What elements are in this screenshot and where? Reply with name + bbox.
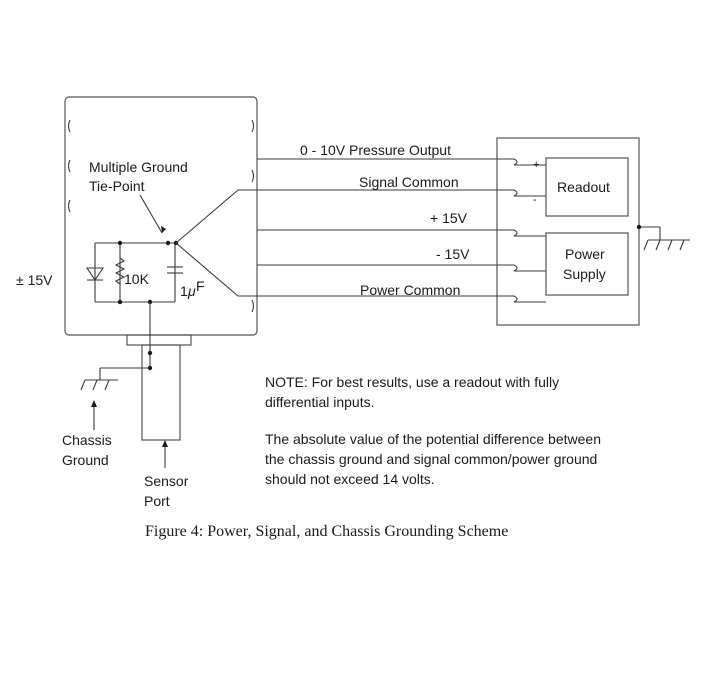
figure-caption: Figure 4: Power, Signal, and Chassis Gro… bbox=[145, 523, 508, 540]
note-line-4: the chassis ground and signal common/pow… bbox=[265, 451, 597, 467]
supply-label: Supply bbox=[563, 266, 606, 282]
transducer-housing bbox=[64, 96, 258, 336]
capacitor-unit: μ bbox=[187, 283, 196, 299]
power-common-label: Power Common bbox=[360, 282, 460, 298]
capacitor-F: F bbox=[196, 278, 205, 294]
capacitor-number: 1 bbox=[180, 283, 188, 299]
sensor-port-block bbox=[126, 334, 192, 441]
readout-plus-sign: + bbox=[533, 159, 539, 171]
note-line-5: should not exceed 14 volts. bbox=[265, 471, 435, 487]
supply-voltage-label: ± 15V bbox=[16, 272, 53, 288]
plus-15v-label: + 15V bbox=[430, 210, 468, 226]
power-supply-box bbox=[545, 232, 629, 296]
ground-label: Ground bbox=[62, 452, 109, 468]
readout-minus-sign: - bbox=[533, 194, 537, 206]
chassis-label: Chassis bbox=[62, 432, 112, 448]
tie-point-wiring bbox=[139, 189, 239, 297]
chassis-ground-symbol bbox=[80, 368, 168, 468]
note-line-1: NOTE: For best results, use a readout wi… bbox=[265, 374, 559, 390]
readout-box bbox=[545, 157, 629, 217]
power-label: Power bbox=[565, 246, 605, 262]
signal-wires bbox=[238, 158, 546, 303]
tie-point-label: Tie-Point bbox=[89, 178, 145, 194]
pressure-output-label: 0 - 10V Pressure Output bbox=[300, 142, 451, 158]
note-line-2: differential inputs. bbox=[265, 394, 374, 410]
note-line-3: The absolute value of the potential diff… bbox=[265, 431, 601, 447]
resistor-label: 10K bbox=[124, 271, 150, 287]
sensor-label: Sensor bbox=[144, 473, 189, 489]
port-label: Port bbox=[144, 493, 170, 509]
readout-label: Readout bbox=[557, 179, 610, 195]
minus-15v-label: - 15V bbox=[436, 246, 470, 262]
enclosure-ground bbox=[636, 224, 690, 251]
multiple-ground-label: Multiple Ground bbox=[89, 159, 188, 175]
instrument-enclosure bbox=[496, 137, 640, 326]
internal-circuit bbox=[85, 240, 183, 371]
signal-common-label: Signal Common bbox=[359, 174, 459, 190]
